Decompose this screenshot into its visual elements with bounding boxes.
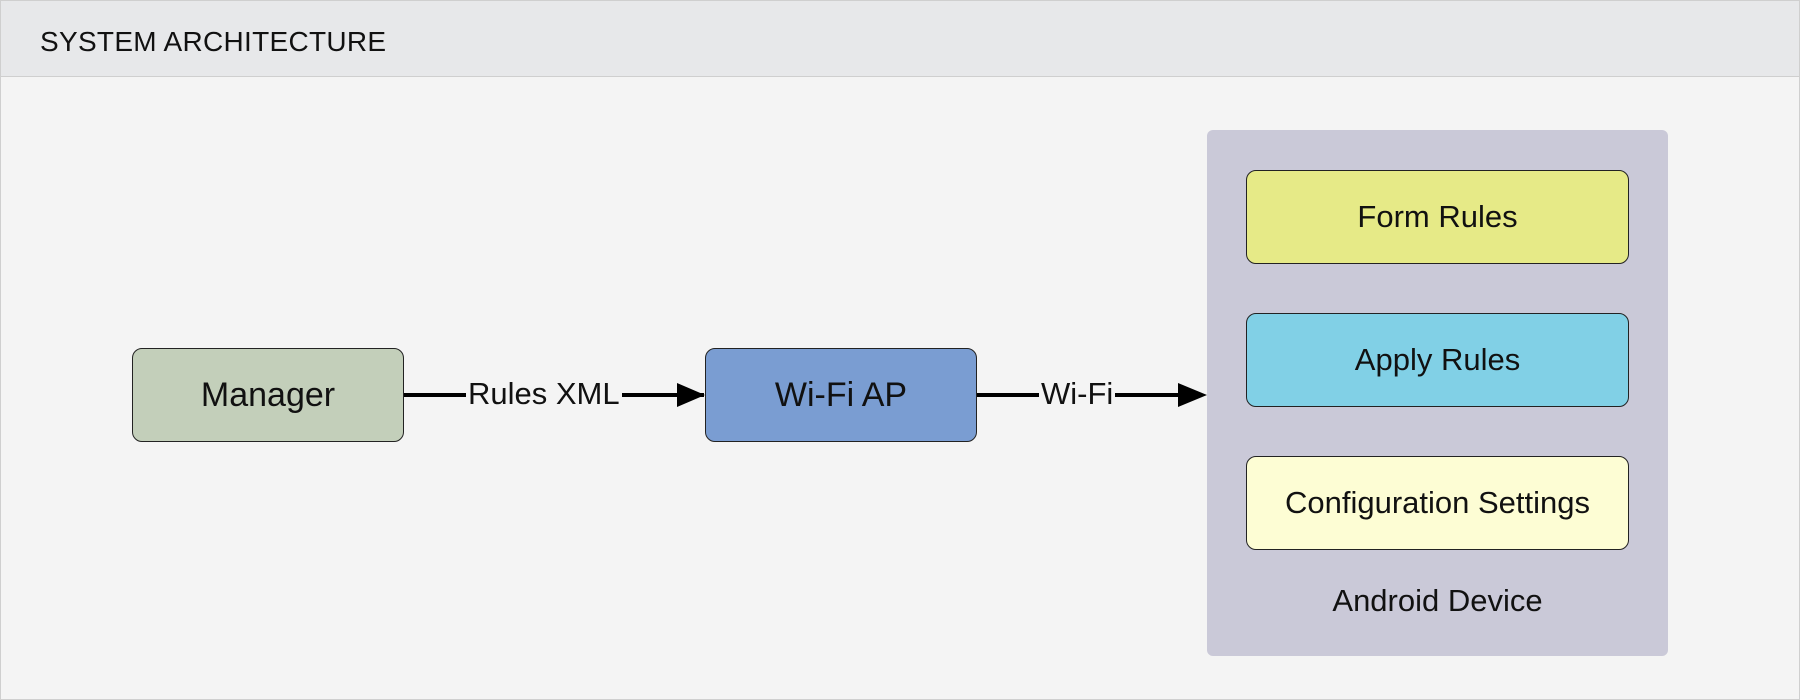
configuration-settings-node: Configuration Settings xyxy=(1246,456,1629,550)
configuration-settings-label: Configuration Settings xyxy=(1284,485,1591,520)
header-bar: SYSTEM ARCHITECTURE xyxy=(1,1,1799,77)
manager-node: Manager xyxy=(132,348,404,442)
form-rules-label: Form Rules xyxy=(1357,199,1518,234)
manager-label: Manager xyxy=(200,375,336,414)
form-rules-node: Form Rules xyxy=(1246,170,1629,264)
apply-rules-label: Apply Rules xyxy=(1354,342,1521,377)
android-device-container: Form Rules Apply Rules Configuration Set… xyxy=(1207,130,1668,656)
wifi-ap-node: Wi-Fi AP xyxy=(705,348,977,442)
apply-rules-node: Apply Rules xyxy=(1246,313,1629,407)
diagram-title: SYSTEM ARCHITECTURE xyxy=(40,26,387,57)
wifi-ap-label: Wi-Fi AP xyxy=(774,375,908,414)
android-device-label: Android Device xyxy=(1332,583,1543,618)
edge-label-wifi: Wi-Fi xyxy=(1039,376,1116,412)
edge-label-rules-xml: Rules XML xyxy=(466,376,622,412)
